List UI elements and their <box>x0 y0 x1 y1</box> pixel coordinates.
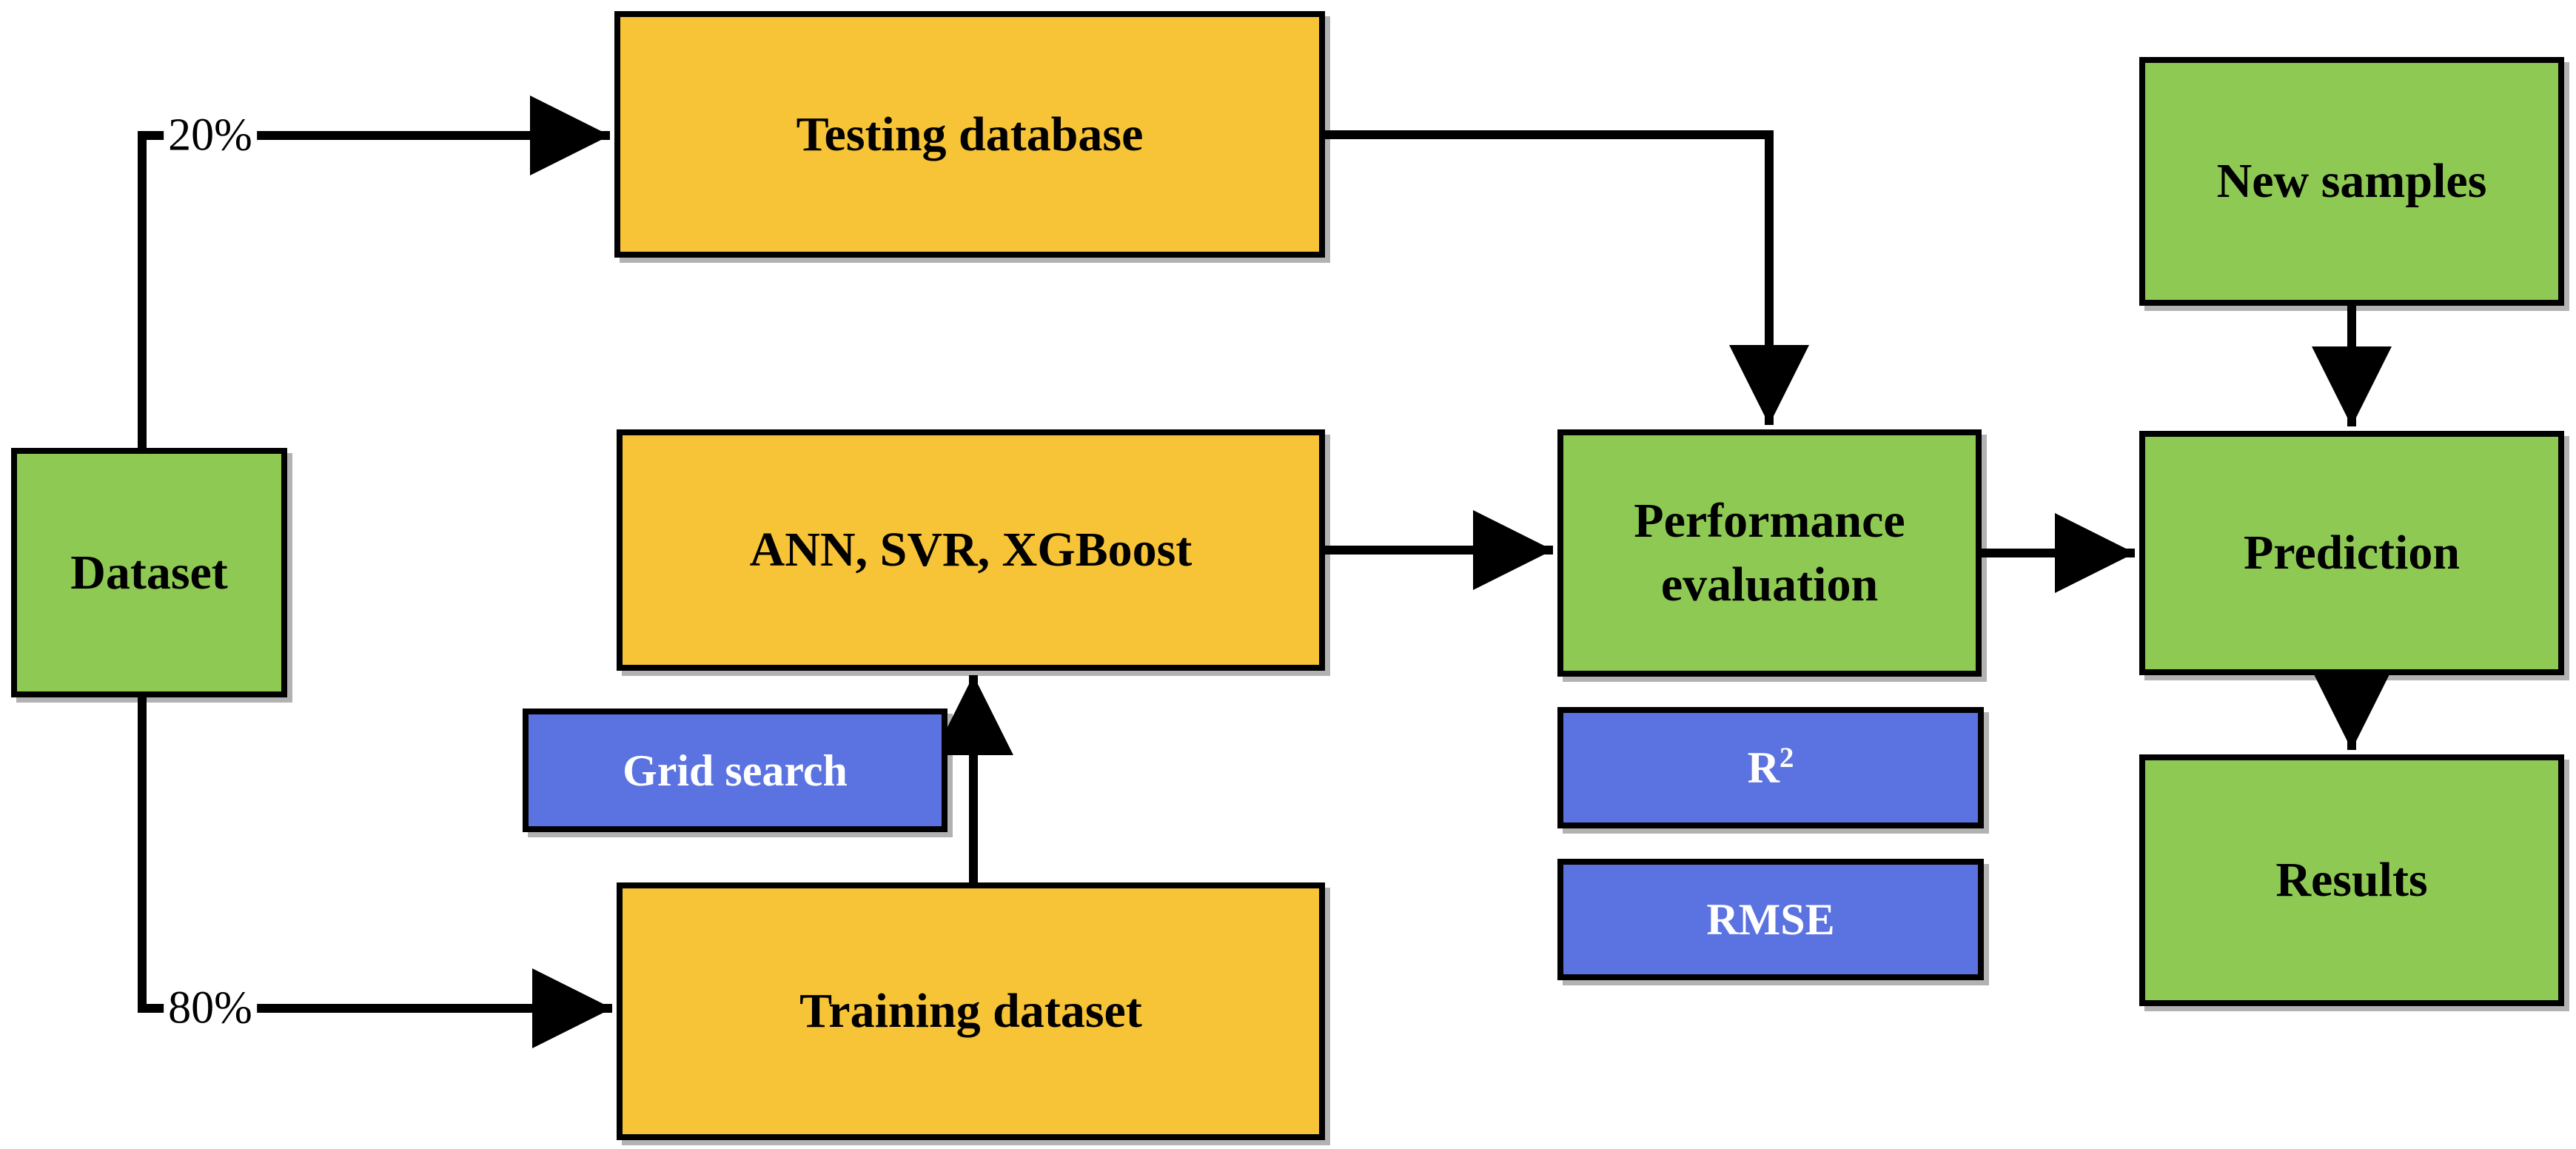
node-training-dataset-label: Training dataset <box>799 984 1142 1039</box>
node-results-label: Results <box>2275 853 2428 908</box>
node-performance-evaluation-label: Performance evaluation <box>1634 494 1905 612</box>
r-squared-exponent: 2 <box>1779 742 1794 774</box>
node-performance-evaluation: Performance evaluation <box>1557 429 1982 677</box>
edge-label-testing-split: 20% <box>164 109 257 162</box>
node-dataset: Dataset <box>11 448 287 697</box>
node-testing-database-label: Testing database <box>796 107 1144 161</box>
node-prediction: Prediction <box>2139 431 2564 675</box>
node-new-samples: New samples <box>2139 57 2564 306</box>
node-training-dataset: Training dataset <box>617 882 1325 1140</box>
node-grid-search-label: Grid search <box>623 746 848 795</box>
node-ann-svr-xgboost-label: ANN, SVR, XGBoost <box>749 523 1193 577</box>
edge-dataset-to-training-dataset <box>138 697 612 1048</box>
node-r-squared: R2 <box>1557 707 1984 828</box>
node-new-samples-label: New samples <box>2216 154 2487 209</box>
node-results: Results <box>2139 754 2564 1006</box>
node-rmse: RMSE <box>1557 859 1984 980</box>
node-prediction-label: Prediction <box>2243 526 2461 580</box>
node-r-squared-label: R2 <box>1748 739 1794 797</box>
node-grid-search: Grid search <box>523 709 947 832</box>
node-testing-database: Testing database <box>614 11 1325 258</box>
edge-label-training-split: 80% <box>164 982 257 1035</box>
node-dataset-label: Dataset <box>70 545 228 600</box>
node-ann-svr-xgboost: ANN, SVR, XGBoost <box>617 429 1325 671</box>
node-rmse-label: RMSE <box>1706 895 1835 944</box>
edge-testing-database-to-performance-evaluation <box>1324 130 1809 425</box>
edge-dataset-to-testing-database <box>138 96 610 448</box>
r-squared-base: R <box>1747 743 1780 792</box>
